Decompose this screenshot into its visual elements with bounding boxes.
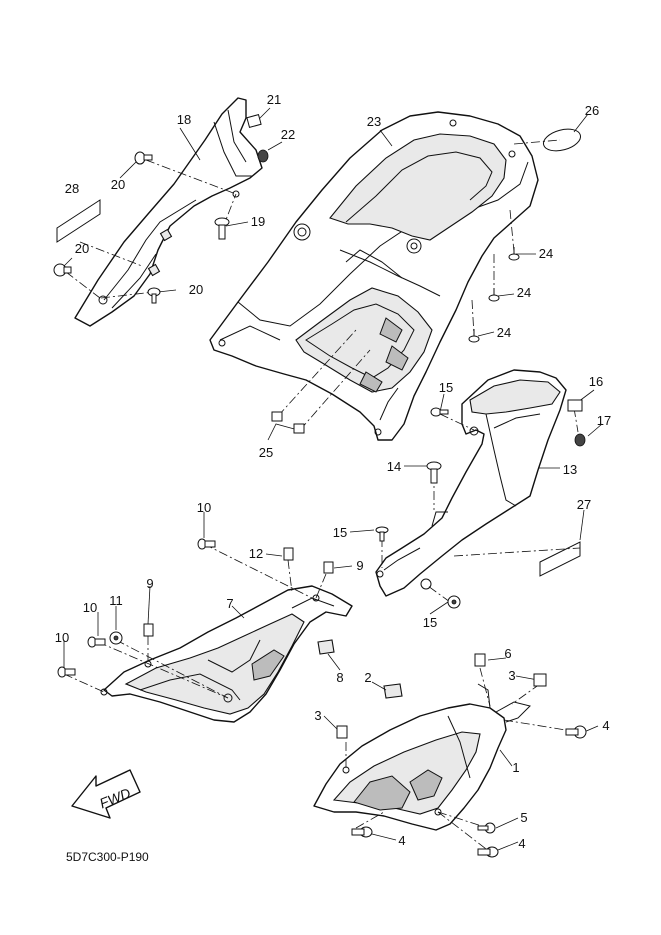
part-12-nut <box>283 547 294 561</box>
fasteners <box>53 114 587 858</box>
part-17-grommet <box>574 433 586 447</box>
part-24-screw-b <box>488 288 500 302</box>
callout-26: 26 <box>585 103 599 118</box>
part-22-grommet <box>257 149 269 163</box>
callout-25: 25 <box>259 445 273 460</box>
part-25-nut-b <box>293 423 305 434</box>
part-14-rivet <box>426 461 442 484</box>
part-7-under-cover <box>100 585 353 723</box>
callout-14: 14 <box>387 459 401 474</box>
part-4-bolt-b <box>351 826 373 838</box>
callout-10: 10 <box>197 500 211 515</box>
part-28-label <box>56 199 101 243</box>
callout-20: 20 <box>111 177 125 192</box>
callout-20: 20 <box>75 241 89 256</box>
part-4-bolt-a <box>565 725 587 739</box>
callout-24: 24 <box>497 325 511 340</box>
callout-9: 9 <box>356 558 363 573</box>
part-26-oval-label <box>542 128 582 152</box>
part-18-side-cover <box>74 97 263 327</box>
callout-4: 4 <box>398 833 405 848</box>
part-5-screw <box>477 822 496 834</box>
forward-arrow-icon: FWD <box>71 769 141 819</box>
callout-12: 12 <box>249 546 263 561</box>
part-3-nut-b <box>336 725 348 739</box>
part-20-bolt-c <box>147 287 161 304</box>
leader-lines <box>61 107 603 853</box>
part-6-nut <box>474 653 486 667</box>
callout-3: 3 <box>314 708 321 723</box>
part-4-bolt-c <box>477 846 499 858</box>
part-21-nut <box>246 114 262 128</box>
callout-5: 5 <box>520 810 527 825</box>
callout-11: 11 <box>109 593 123 608</box>
part-10-bolt-c <box>57 666 76 678</box>
callout-20: 20 <box>189 282 203 297</box>
part-2-damper <box>383 683 403 699</box>
callout-1: 1 <box>512 760 519 775</box>
callout-27: 27 <box>577 497 591 512</box>
part-24-screw-a <box>508 247 520 261</box>
callout-4: 4 <box>602 718 609 733</box>
part-15-screw-b <box>375 526 389 542</box>
part-25-nut-a <box>271 411 283 422</box>
callout-2: 2 <box>364 670 371 685</box>
part-13-side-cover-rear <box>375 369 567 597</box>
callout-4: 4 <box>518 836 525 851</box>
callout-16: 16 <box>589 374 603 389</box>
callout-17: 17 <box>597 413 611 428</box>
callout-10: 10 <box>55 630 69 645</box>
part-15-screw-c <box>447 595 461 609</box>
part-9-nut-a <box>323 561 334 574</box>
part-10-bolt-a <box>197 538 216 550</box>
part-20-bolt-a <box>134 151 153 165</box>
callout-10: 10 <box>83 600 97 615</box>
callout-24: 24 <box>517 285 531 300</box>
callout-15: 15 <box>423 615 437 630</box>
part-24-screw-c <box>468 329 480 343</box>
callout-15: 15 <box>439 380 453 395</box>
diagram-code: 5D7C300-P190 <box>66 850 149 864</box>
part-16-nut <box>567 399 583 412</box>
part-9-nut-b <box>143 623 154 637</box>
callout-8: 8 <box>336 670 343 685</box>
part-11-collar <box>109 631 123 645</box>
callout-18: 18 <box>177 112 191 127</box>
part-23-seat-cowling <box>209 111 539 441</box>
part-19-rivet <box>214 217 230 240</box>
callouts: 1 2 3 3 4 4 4 5 6 7 8 9 9 10 10 10 11 12… <box>55 92 611 851</box>
callout-21: 21 <box>267 92 281 107</box>
part-1-lower-cover <box>313 683 531 831</box>
part-3-nut-a <box>533 673 547 687</box>
callout-22: 22 <box>281 127 295 142</box>
callout-15: 15 <box>333 525 347 540</box>
callout-23: 23 <box>367 114 381 129</box>
callout-24: 24 <box>539 246 553 261</box>
part-15-screw-a <box>430 407 449 417</box>
callout-6: 6 <box>504 646 511 661</box>
callout-28: 28 <box>65 181 79 196</box>
callout-3: 3 <box>508 668 515 683</box>
part-8-damper <box>317 639 335 655</box>
callout-13: 13 <box>563 462 577 477</box>
callout-19: 19 <box>251 214 265 229</box>
part-10-bolt-b <box>87 636 106 648</box>
callout-9: 9 <box>146 576 153 591</box>
part-27-label <box>539 541 581 577</box>
part-20-bolt-b <box>53 263 72 277</box>
callout-7: 7 <box>226 596 233 611</box>
